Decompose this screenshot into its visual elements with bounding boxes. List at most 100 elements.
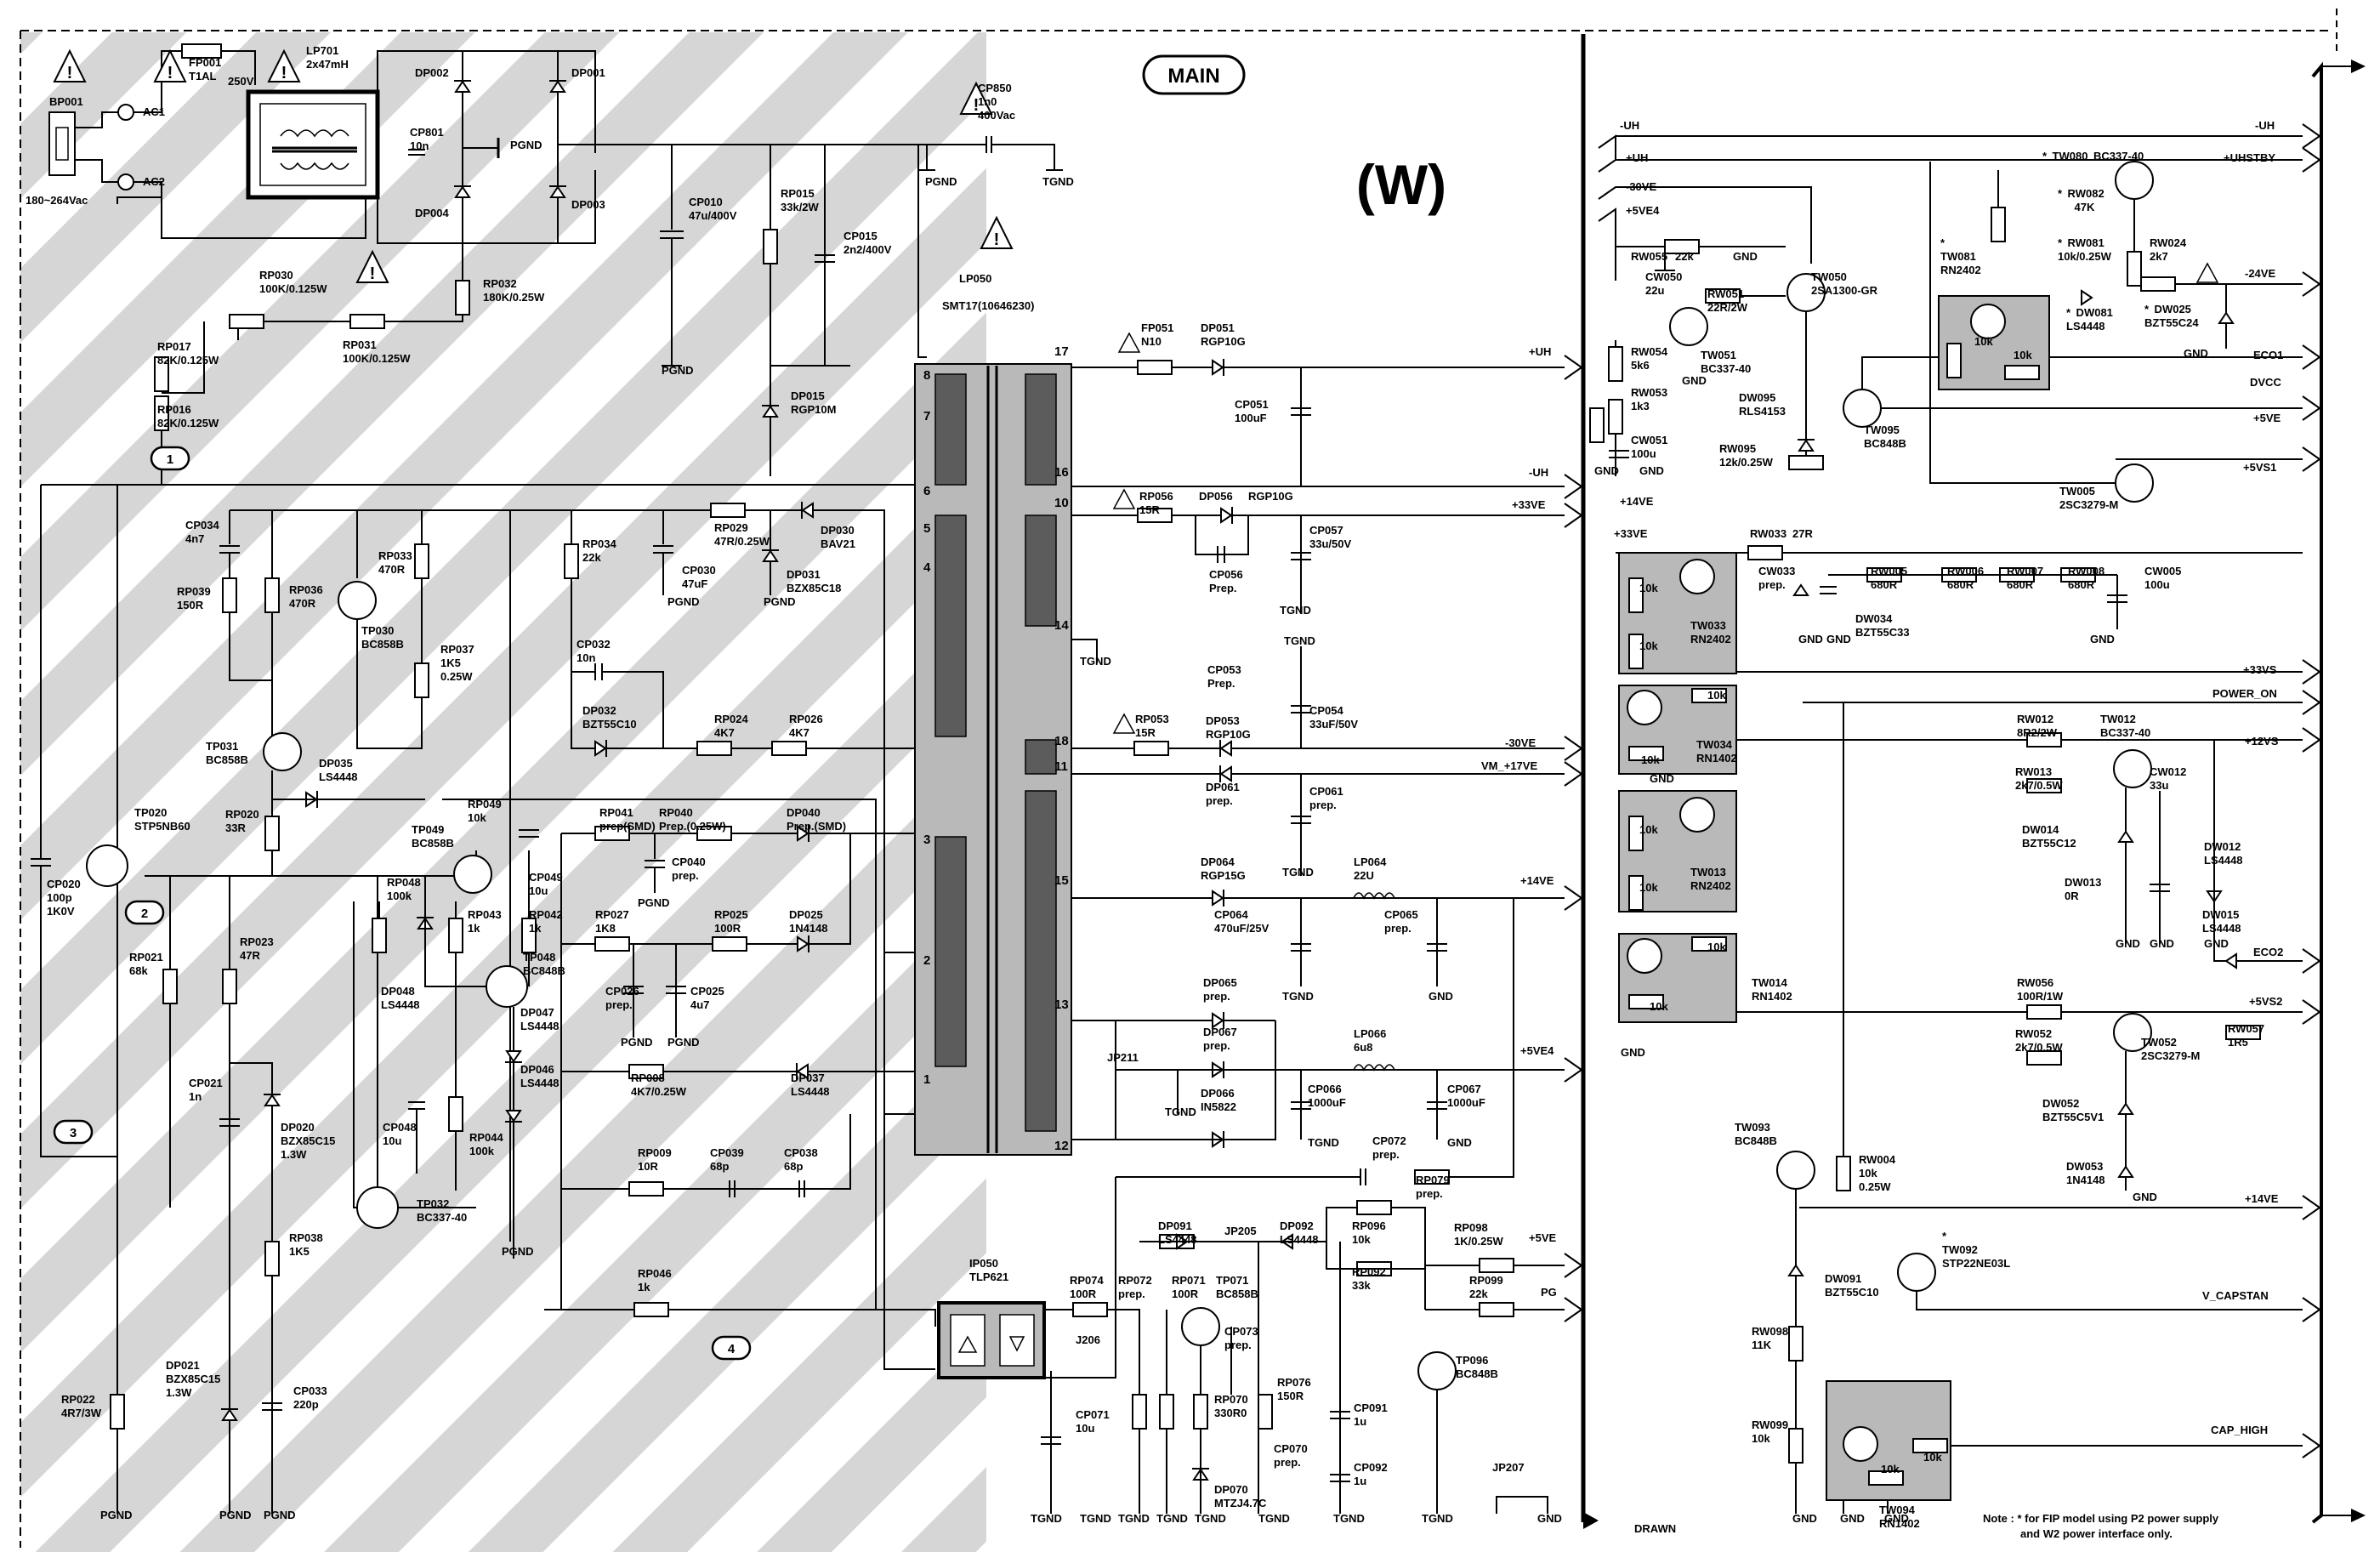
component-label-gnd18: GND bbox=[1792, 1512, 1817, 1525]
component-label-tw080: * TW080 BC337-40 bbox=[2042, 150, 2144, 162]
component-label-rw055v: 22k bbox=[1675, 250, 1694, 263]
component-label-gnd9: GND bbox=[1798, 633, 1823, 645]
ac2-label: AC2 bbox=[143, 175, 165, 188]
net-label: +33VE bbox=[1512, 498, 1546, 511]
svg-text:2: 2 bbox=[141, 907, 148, 921]
net-label: -UH bbox=[1620, 119, 1639, 132]
component-label-pgnd1: PGND bbox=[510, 139, 542, 151]
ip050-optocoupler bbox=[937, 1301, 1046, 1379]
primary-hatch-area bbox=[20, 32, 986, 1552]
transformer-pin-label: 17 bbox=[1054, 344, 1069, 359]
component-label-gnd3: GND bbox=[1537, 1512, 1562, 1525]
component-label-gnd17: GND bbox=[2133, 1191, 2157, 1203]
component-label-jp211: JP211 bbox=[1107, 1051, 1139, 1064]
warning-icon bbox=[2195, 262, 2219, 283]
component-label-lp050: LP050 bbox=[959, 272, 991, 285]
component-label-gnd4: GND bbox=[2184, 347, 2208, 360]
svg-text:!: ! bbox=[974, 96, 980, 115]
component-label-pgnd12: PGND bbox=[264, 1509, 296, 1521]
component-label-rgp10g: RGP10G bbox=[1248, 490, 1293, 503]
net-label: +UH bbox=[1626, 151, 1648, 164]
main-badge-label: MAIN bbox=[1167, 65, 1219, 88]
note-line-2: and W2 power interface only. bbox=[2020, 1527, 2173, 1540]
component-label-tgnd6: TGND bbox=[1282, 990, 1314, 1003]
input-voltage-label: 180~264Vac bbox=[26, 194, 88, 207]
net-label: -30VE bbox=[1505, 736, 1536, 749]
component-label-gnd12: GND bbox=[1650, 772, 1674, 785]
component-label-c10k12: 10k bbox=[1923, 1451, 1942, 1464]
component-label-pgnd9: PGND bbox=[502, 1245, 534, 1258]
component-label-tgnd8: TGND bbox=[1308, 1136, 1339, 1149]
marker-4: 4 bbox=[711, 1335, 752, 1361]
transformer-pin-label: 16 bbox=[1054, 465, 1069, 480]
primary-wiring bbox=[31, 484, 936, 1514]
component-label-tgnd9: TGND bbox=[1031, 1512, 1062, 1525]
component-label-tgnd14: TGND bbox=[1258, 1512, 1290, 1525]
component-label-dp002: DP002 bbox=[415, 66, 449, 79]
net-label: +5VS2 bbox=[2249, 995, 2282, 1008]
warning-icon bbox=[1112, 488, 1136, 509]
component-label-j206: J206 bbox=[1076, 1333, 1100, 1346]
component-label-gnd10: GND bbox=[1826, 633, 1851, 645]
warning-icon: ! bbox=[355, 249, 389, 283]
component-label-c10k5: 10k bbox=[1707, 689, 1726, 702]
net-label: +5VE4 bbox=[1520, 1044, 1554, 1057]
